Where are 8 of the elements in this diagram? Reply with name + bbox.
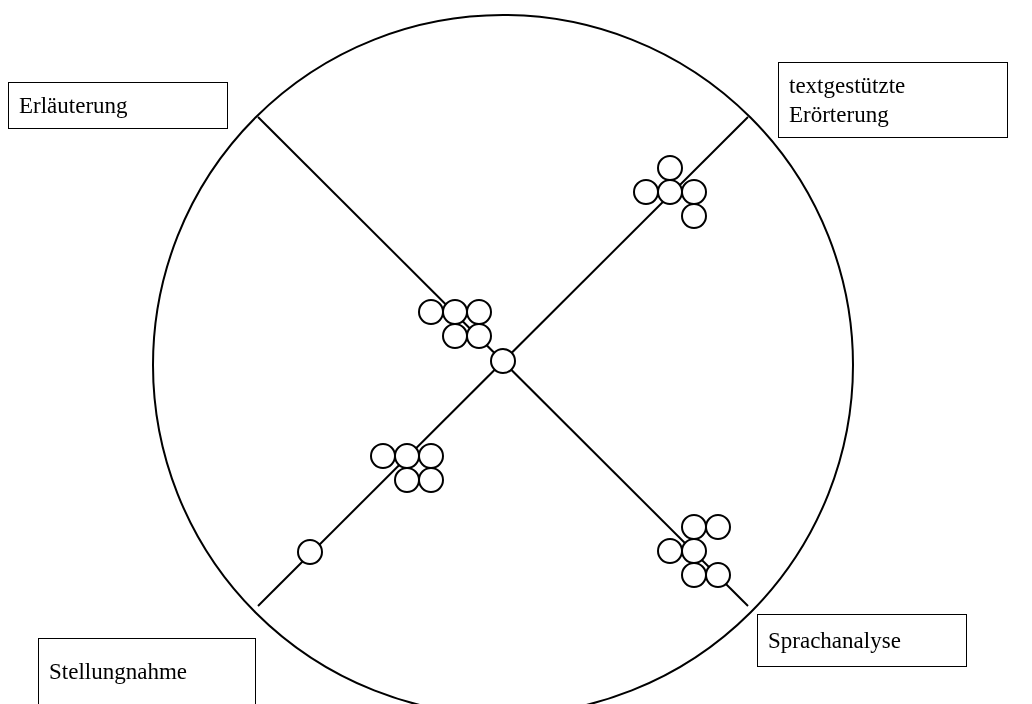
label-box [757,614,967,667]
label-box [778,62,1008,138]
label-text: Stellungnahme [49,658,188,686]
label-text: textgestützte Erörterung [789,72,907,129]
label-text: Erläuterung [19,92,129,120]
label-text: Sprachanalyse [768,627,902,655]
label-box [38,638,256,704]
label-box [8,82,228,129]
